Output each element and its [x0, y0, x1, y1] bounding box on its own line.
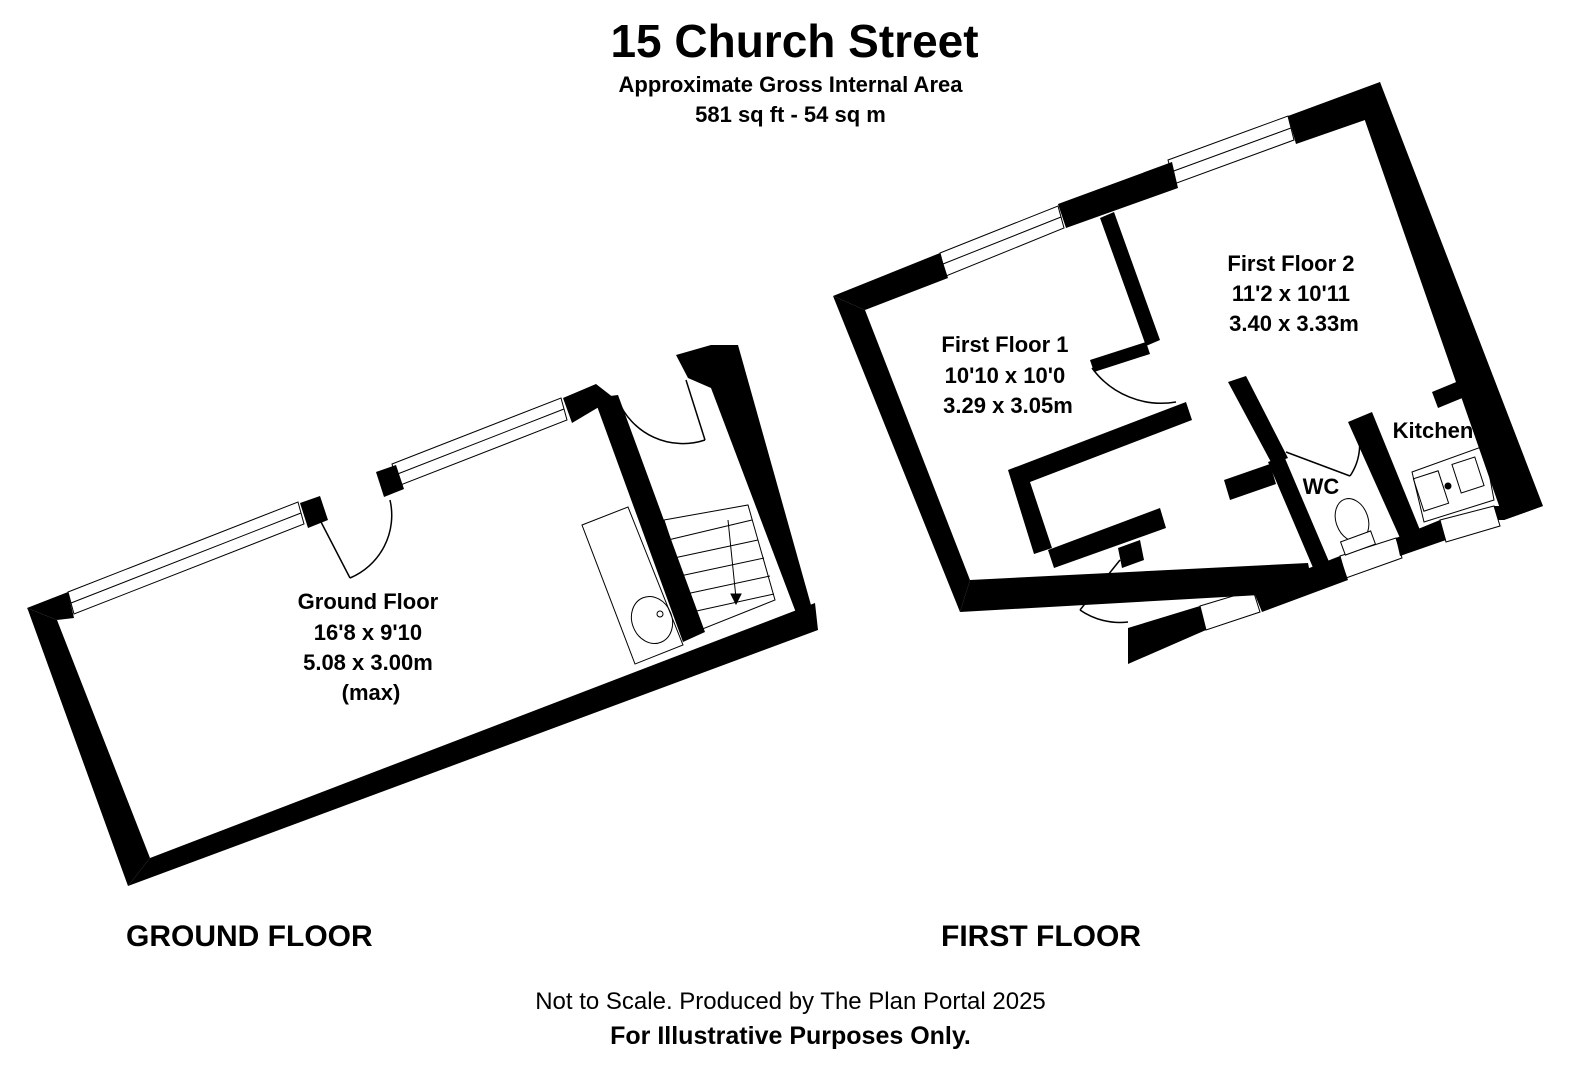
first-floor-right-wall [1362, 82, 1543, 520]
first-floor-partition-wall [1048, 508, 1166, 568]
first-floor-1-label: First Floor 1 10'10 x 10'0 3.29 x 3.05m [941, 332, 1074, 418]
first-floor-plan: First Floor 1 10'10 x 10'0 3.29 x 3.05m … [833, 82, 1543, 664]
room-note: (max) [342, 680, 401, 705]
ground-floor-room-label: Ground Floor 16'8 x 9'10 5.08 x 3.00m (m… [298, 589, 445, 705]
ground-floor-windows [67, 397, 568, 615]
window [67, 501, 305, 615]
first-floor-bottom-wall [1396, 520, 1446, 556]
first-floor-partition-wall [1100, 212, 1160, 346]
toilet-icon [1334, 498, 1377, 556]
room-name: Ground Floor [298, 589, 439, 614]
window [1167, 115, 1295, 185]
first-floor-2-label: First Floor 2 11'2 x 10'11 3.40 x 3.33m [1227, 251, 1360, 336]
first-floor-doors [1079, 367, 1361, 624]
first-floor-bottom-wall [1494, 506, 1543, 520]
room-imperial-size: 11'2 x 10'11 [1232, 281, 1350, 306]
kitchen-label: Kitchen [1393, 418, 1474, 443]
first-floor-partition-wall [1090, 342, 1150, 372]
purpose-notice: For Illustrative Purposes Only. [610, 1022, 971, 1050]
stairs-icon [663, 504, 776, 631]
scale-disclaimer: Not to Scale. Produced by The Plan Porta… [535, 988, 1046, 1015]
wc-wall [1228, 376, 1288, 464]
ground-floor-top-wall-segment [300, 496, 328, 528]
ground-floor-right-wall [711, 345, 818, 630]
ground-floor-doors [319, 379, 706, 579]
wc-label: WC [1303, 474, 1340, 499]
ground-floor-heading: GROUND FLOOR [126, 920, 373, 953]
sink-icon [1411, 445, 1495, 523]
first-floor-left-wall [833, 296, 970, 612]
room-name: First Floor 1 [941, 332, 1068, 357]
ground-floor-left-wall [27, 608, 150, 886]
first-floor-bottom-wall [1253, 556, 1348, 612]
ground-floor-top-wall-segment [563, 384, 614, 423]
room-name: First Floor 2 [1227, 251, 1354, 276]
kitchen-wall [1432, 378, 1472, 408]
page-title: 15 Church Street [610, 15, 979, 67]
ground-floor-bottom-wall [128, 603, 818, 886]
window [1339, 537, 1403, 579]
first-floor-top-wall-segment [833, 253, 948, 310]
room-metric-size: 3.29 x 3.05m [943, 393, 1073, 418]
first-floor-top-wall-segment [1058, 162, 1178, 228]
ground-floor-top-wall-segment [27, 592, 74, 620]
ground-floor-top-wall-segment [376, 465, 404, 497]
window [1199, 589, 1261, 631]
window [939, 205, 1065, 277]
area-label: Approximate Gross Internal Area [618, 72, 963, 97]
wc-wall [1348, 412, 1420, 538]
ground-floor-plan: Ground Floor 16'8 x 9'10 5.08 x 3.00m (m… [27, 345, 818, 886]
ground-floor-stair-partition [594, 395, 705, 642]
first-floor-windows [939, 115, 1501, 631]
window [391, 397, 568, 487]
first-floor-partition-wall [1118, 540, 1144, 568]
basin-icon [581, 506, 684, 665]
room-metric-size: 5.08 x 3.00m [303, 650, 433, 675]
window [1439, 505, 1501, 543]
first-floor-partition-wall [1008, 402, 1192, 554]
first-floor-top-wall-segment [1288, 82, 1388, 144]
first-floor-heading: FIRST FLOOR [941, 920, 1141, 953]
wc-wall [1268, 456, 1330, 570]
room-imperial-size: 10'10 x 10'0 [945, 363, 1066, 388]
ground-floor-entry-wall [676, 345, 711, 388]
room-metric-size: 3.40 x 3.33m [1229, 311, 1359, 336]
first-floor-bottom-wall [1128, 606, 1206, 664]
first-floor-bottom-wall [960, 563, 1314, 612]
area-value: 581 sq ft - 54 sq m [695, 102, 886, 127]
room-imperial-size: 16'8 x 9'10 [314, 620, 422, 645]
wc-wall [1224, 464, 1276, 500]
